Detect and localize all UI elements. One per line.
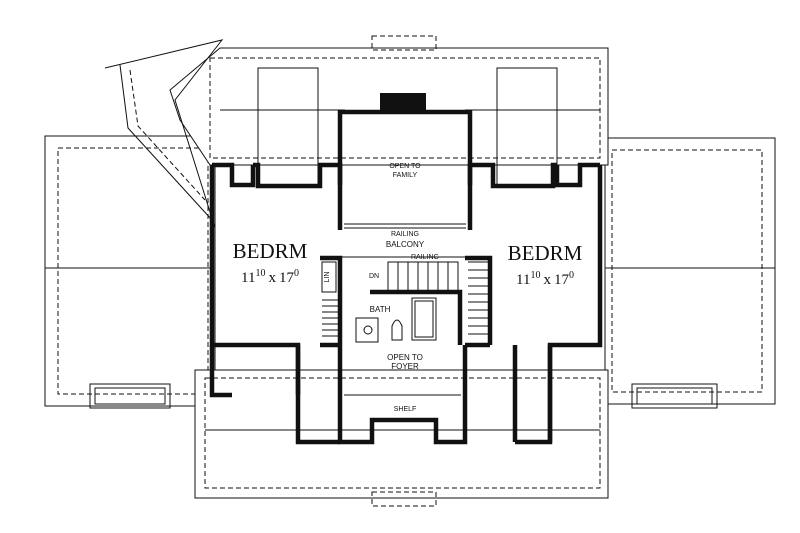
balcony-label: BALCONY [386, 240, 425, 249]
railing-stair-label: RAILING [411, 254, 439, 261]
chimney [380, 93, 426, 113]
exterior-walls [209, 109, 603, 445]
linen-label: LIN [324, 272, 331, 283]
open-to-foyer-line2: FOYER [391, 362, 419, 371]
down-label: DN [369, 273, 379, 280]
roof-outline [44, 35, 776, 507]
closet-hatch-left [322, 299, 338, 337]
stair-treads [397, 262, 449, 292]
railing-top-label: RAILING [391, 231, 419, 238]
interior-core [320, 255, 493, 396]
bath-label: BATH [370, 305, 391, 314]
left-bedroom-name: BEDRM [233, 239, 308, 263]
right-bedroom-name: BEDRM [508, 241, 583, 265]
open-to-family-line2: FAMILY [393, 172, 418, 179]
open-to-family-line1: OPEN TO [389, 163, 421, 170]
closet-hatch-right [468, 261, 488, 335]
open-to-foyer-line1: OPEN TO [387, 353, 423, 362]
shelf-label: SHELF [394, 406, 417, 413]
